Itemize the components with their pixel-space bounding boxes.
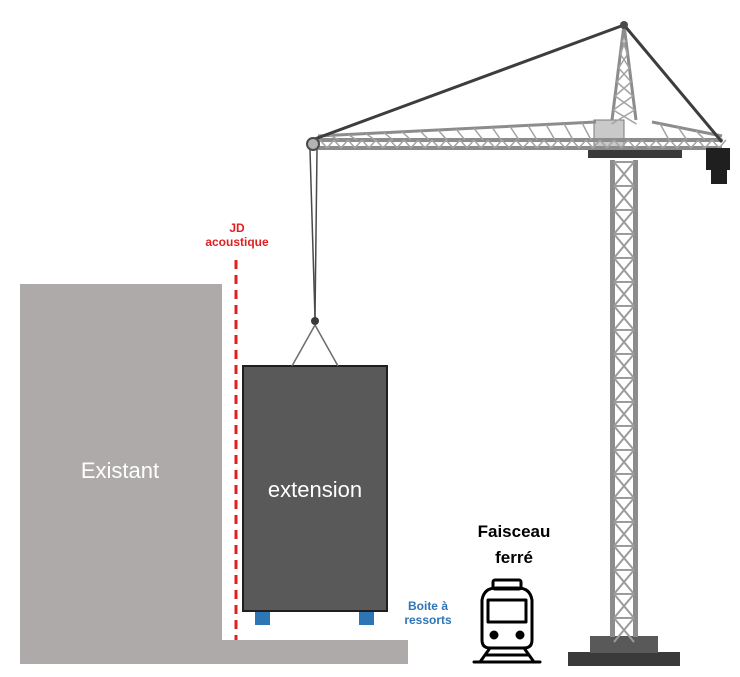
extension-label: extension [267, 477, 363, 502]
rail-track-label: Faisceau ferré [452, 522, 576, 567]
spring-box-left [255, 612, 270, 625]
spring-box-right [359, 612, 374, 625]
rail-track-label-line1: Faisceau [477, 522, 551, 541]
acoustic-joint-label-line1: JD [229, 221, 245, 235]
spring-box-label-line2: ressorts [404, 612, 452, 627]
train-icon [472, 578, 542, 664]
existing-building [20, 284, 408, 664]
existing-building-label: Existant [80, 458, 160, 483]
spring-box-label-line1: Boite à [407, 599, 448, 613]
rail-track-label-line2: ferré [495, 547, 533, 567]
acoustic-joint-label: JD acoustique [190, 221, 284, 250]
spring-box-label: Boite à ressorts [390, 599, 466, 628]
tower-crane [291, 21, 730, 666]
extension-block [242, 365, 388, 612]
acoustic-joint-label-line2: acoustique [205, 234, 269, 249]
